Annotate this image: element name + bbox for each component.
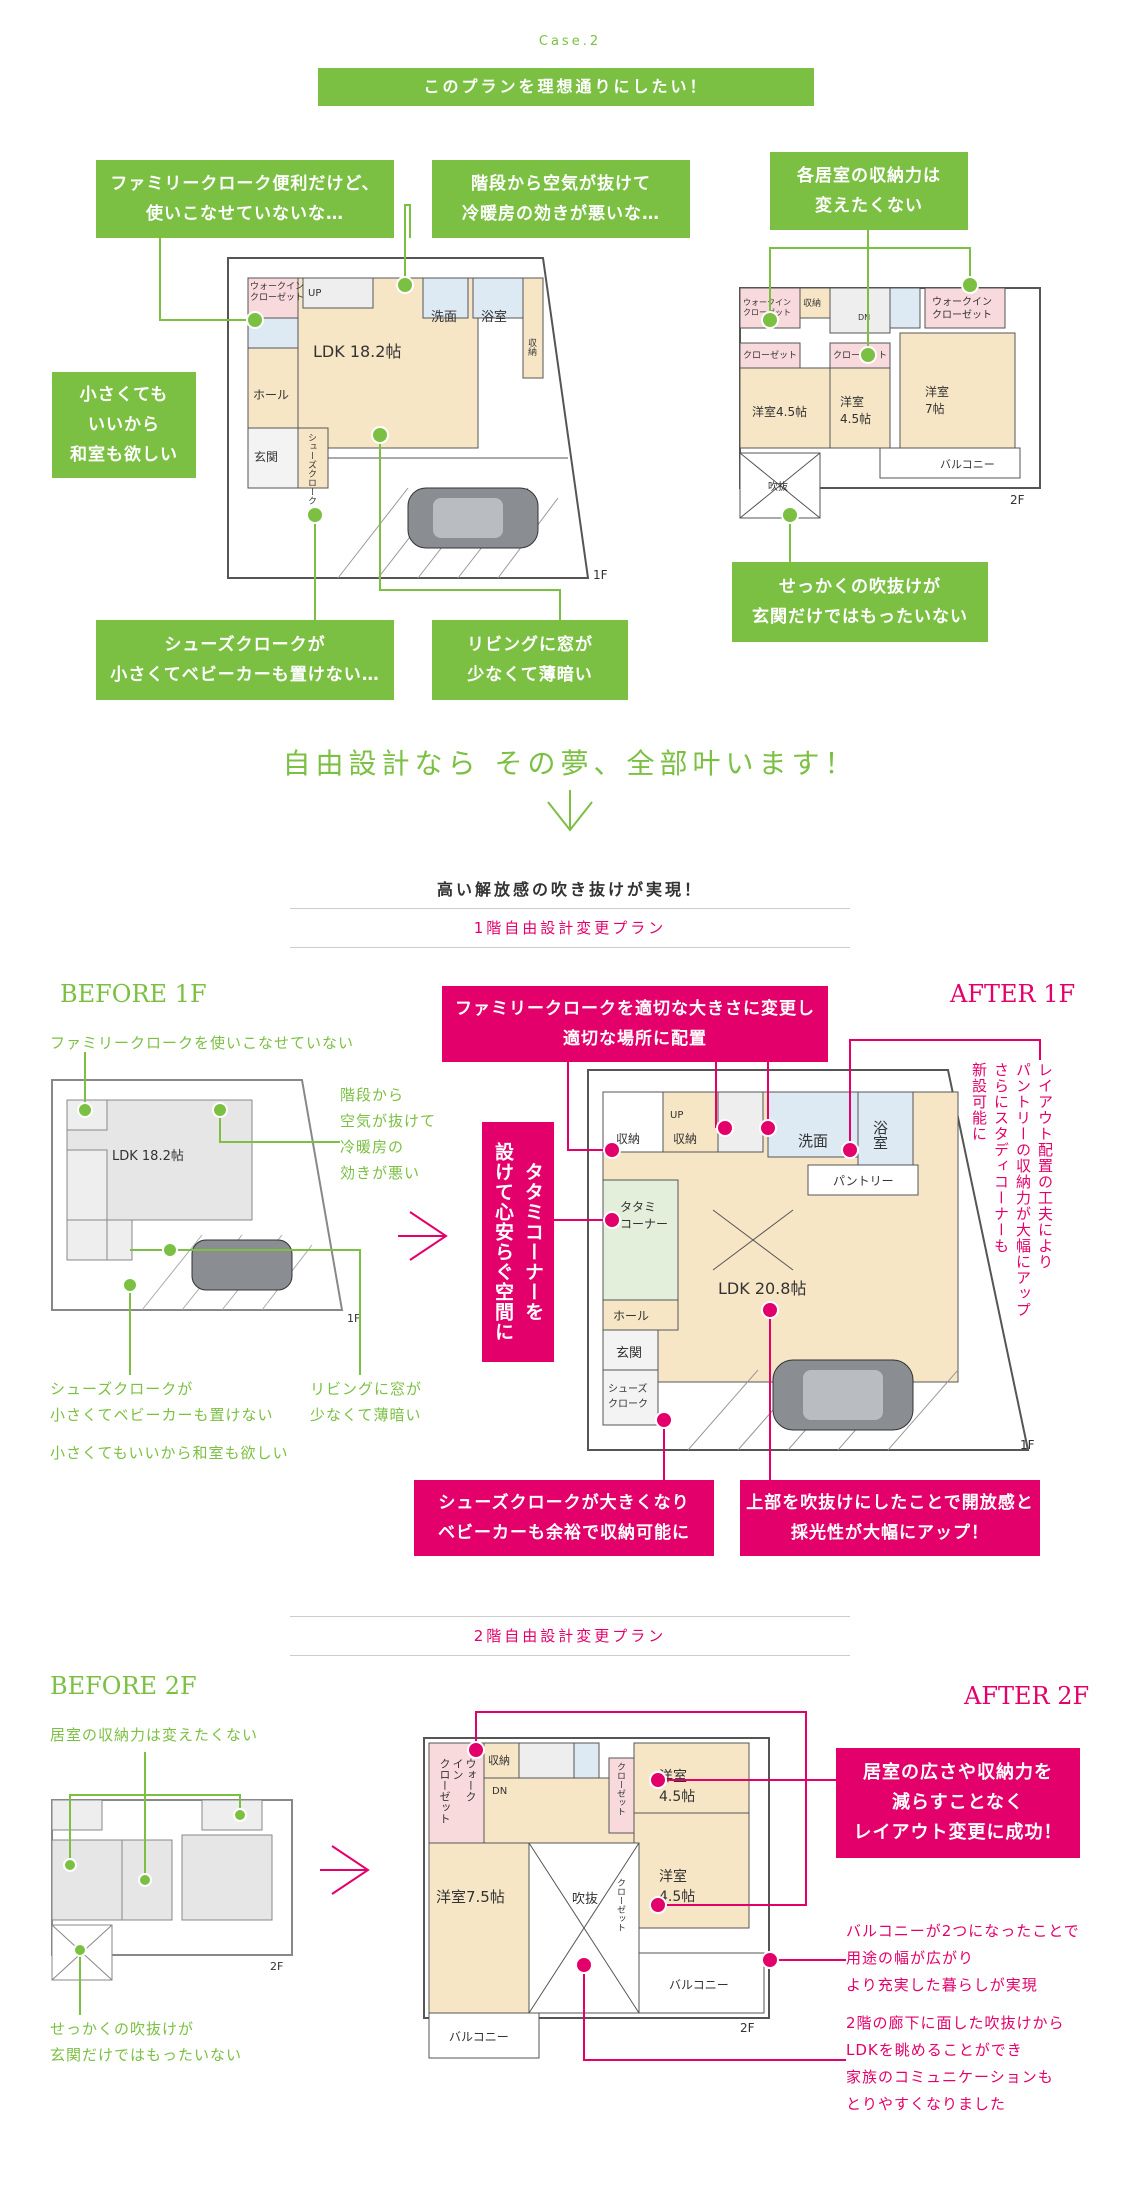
after-1f-ldk: LDK 20.8帖: [718, 1279, 807, 1298]
after-2f-balcony2: バルコニー: [449, 2030, 509, 2044]
headline: 自由設計なら その夢、全部叶います！: [282, 747, 858, 780]
after-1f-shuno2: 収納: [673, 1132, 698, 1146]
after-2f-connectors: [467, 1711, 846, 2061]
after-2f-balcony1: バルコニー: [669, 1978, 729, 1992]
after-2f-balcony-note: バルコニーが2つになったことで 用途の幅が広がり より充実した暮らしが実現: [846, 1922, 1080, 1994]
after-2f-fukinuke-note: 2階の廊下に面した吹抜けから LDKを眺めることができ 家族のコミュニケーション…: [846, 2014, 1065, 2113]
case-banner: このプランを理想通りにしたい！: [318, 68, 814, 106]
room-shoes: シューズクローク: [306, 433, 316, 505]
after-1f-up: UP: [670, 1110, 684, 1121]
before-2f-plan: 2F: [51, 1799, 293, 1981]
after-1f-senmen: 洗面: [798, 1132, 829, 1150]
after-1f-plan-lines: [587, 1069, 1030, 1451]
after-1f-closet-callout: ファミリークロークを適切な大きさに変更し 適切な場所に配置: [442, 986, 828, 1062]
room-yoshitsu3: 洋室 7帖: [925, 385, 950, 416]
floorplan-1f-before: ウォークイン クローゼット UP 洗面 浴室 収納 LDK 18.2帖 ホール …: [227, 257, 608, 582]
callout-family-closet: ファミリークローク便利だけど、 使いこなせていないな…: [96, 160, 394, 238]
after-1f-yokushitsu: 浴室: [871, 1120, 889, 1150]
before-2f-plan-lines: [51, 1799, 293, 1981]
room-balcony-2f: バルコニー: [940, 458, 995, 471]
after-1f-hall: ホール: [613, 1309, 650, 1323]
room-wic: ウォークイン クローゼット: [250, 282, 305, 303]
after-1f-title: AFTER 1F: [950, 980, 1076, 1008]
after-2f-closet1: クローゼット: [615, 1762, 625, 1816]
after-2f-shuno: 収納: [488, 1754, 510, 1767]
room-closet1: クローゼット: [743, 351, 798, 361]
after-2f-closet2: クローゼット: [615, 1878, 625, 1932]
room-shuno-2f: 収納: [803, 299, 822, 309]
after-2f-success-callout: 居室の広さや収納力を 減らすことなく レイアウト変更に成功！: [836, 1748, 1080, 1858]
callout-washitsu: 小さくても いいから 和室も欲しい: [52, 372, 196, 478]
room-dn: DN: [858, 313, 871, 322]
room-fukinuke-2f: 吹抜: [768, 482, 788, 493]
callout-shoes: シューズクロークが 小さくてベビーカーも置けない…: [96, 620, 394, 700]
after-1f-shuno1: 収納: [616, 1132, 641, 1146]
top-connector-lines: [159, 204, 979, 620]
after-1f-connectors: [554, 1039, 1041, 1480]
before-2f-title: BEFORE 2F: [50, 1672, 197, 1700]
after-1f-shoes-callout: シューズクロークが大きくなり ベビーカーも余裕で収納可能に: [414, 1480, 714, 1556]
room-yoshitsu2: 洋室 4.5帖: [840, 395, 872, 426]
after-2f-room-b: 洋室 4.5帖: [659, 1869, 696, 1905]
after-2f-title: AFTER 2F: [964, 1682, 1090, 1710]
after-1f-pantry-note: レイアウト配置の工夫により パントリーの収納力が大幅にアップ さらにスタディコー…: [970, 1062, 1054, 1318]
after-2f-dn: DN: [492, 1786, 508, 1797]
before-1f-plan-lines: [51, 1079, 344, 1311]
before-1f-title: BEFORE 1F: [60, 980, 207, 1008]
before-1f-plan: LDK 18.2帖 1F: [51, 1079, 360, 1325]
before-2f-storage-note: 居室の収納力は変えたくない: [50, 1726, 259, 1744]
room-ldk: LDK 18.2帖: [313, 342, 402, 361]
after-1f-shoes: シューズ クローク: [608, 1384, 648, 1410]
room-yoshitsu1: 洋室4.5帖: [752, 405, 808, 419]
after-2f-wic: ウォーク イン クローゼット: [438, 1758, 477, 1824]
before-1f-ldk: LDK 18.2帖: [112, 1149, 184, 1164]
after-2f-room-c: 洋室7.5帖: [436, 1888, 505, 1906]
after-1f-plan: 収納 UP 収納 洗面 浴室 パントリー タタミ コーナー LDK 20.8帖 …: [587, 1069, 1035, 1460]
after-2f-floor: 2F: [740, 2021, 755, 2035]
room-shuno: 収納: [526, 338, 536, 356]
before-1f-floor: 1F: [347, 1312, 361, 1325]
callout-fukinuke-2f: せっかくの吹抜けが 玄関だけではもったいない: [732, 562, 988, 642]
after-1f-pantry: パントリー: [833, 1174, 894, 1188]
before-1f-connectors: [77, 1052, 361, 1375]
callout-living: リビングに窓が 少なくて薄暗い: [432, 620, 628, 700]
right-arrow-icon: [398, 1211, 448, 1261]
before-1f-washitsu-note: 小さくてもいいから和室も欲しい: [50, 1444, 289, 1462]
before-2f-connectors: [63, 1752, 247, 2015]
room-senmen: 洗面: [431, 310, 458, 325]
before-2f-fukinuke-note: せっかくの吹抜けが 玄関だけではもったいない: [50, 2020, 243, 2064]
subheadline: 高い解放感の吹き抜けが実現！: [436, 880, 703, 899]
floor-label-1f: 1F: [593, 568, 608, 582]
right-arrow-icon-2f: [320, 1845, 370, 1895]
before-1f-stairs-note: 階段から 空気が抜けて 冷暖房の 効きが悪い: [340, 1086, 437, 1182]
room-wic-right: ウォークイン クローゼット: [932, 297, 992, 321]
after-1f-tatami: タタミ コーナー: [620, 1200, 669, 1231]
section-2f-heading: 2階自由設計変更プラン: [290, 1616, 850, 1656]
room-hall: ホール: [253, 388, 290, 402]
case-label: Case.2: [538, 34, 602, 49]
room-up: UP: [308, 288, 322, 299]
callout-storage-2f: 各居室の収納力は 変えたくない: [770, 152, 968, 230]
before-1f-closet-note: ファミリークロークを使いこなせていない: [50, 1034, 355, 1052]
after-1f-fukinuke-callout: 上部を吹抜けにしたことで開放感と 採光性が大幅にアップ！: [740, 1480, 1040, 1556]
floorplan-2f-lines: [739, 287, 1041, 519]
section-1f-heading: 1階自由設計変更プラン: [290, 908, 850, 948]
before-2f-floor: 2F: [270, 1960, 284, 1973]
floorplan-1f-lines: [227, 257, 590, 579]
before-1f-living-note: リビングに窓が 少なくて薄暗い: [310, 1380, 423, 1424]
room-genkan: 玄関: [254, 450, 279, 464]
after-2f-fukinuke: 吹抜: [572, 1892, 599, 1907]
floorplan-2f-before: ウォークイン クローゼット 収納 DN ウォークイン クローゼット クローゼット…: [739, 287, 1041, 519]
down-arrow-icon: [547, 790, 593, 832]
after-1f-tatami-callout: タタミコーナーを 設けて心安らぐ空間に: [482, 1122, 554, 1362]
room-yokushitsu: 浴室: [481, 310, 508, 325]
after-1f-genkan: 玄関: [616, 1346, 643, 1361]
after-1f-floor: 1F: [1020, 1438, 1035, 1452]
floor-label-2f: 2F: [1010, 493, 1025, 507]
callout-stairs: 階段から空気が抜けて 冷暖房の効きが悪いな…: [432, 160, 690, 238]
before-1f-shoes-note: シューズクロークが 小さくてベビーカーも置けない: [50, 1380, 274, 1424]
